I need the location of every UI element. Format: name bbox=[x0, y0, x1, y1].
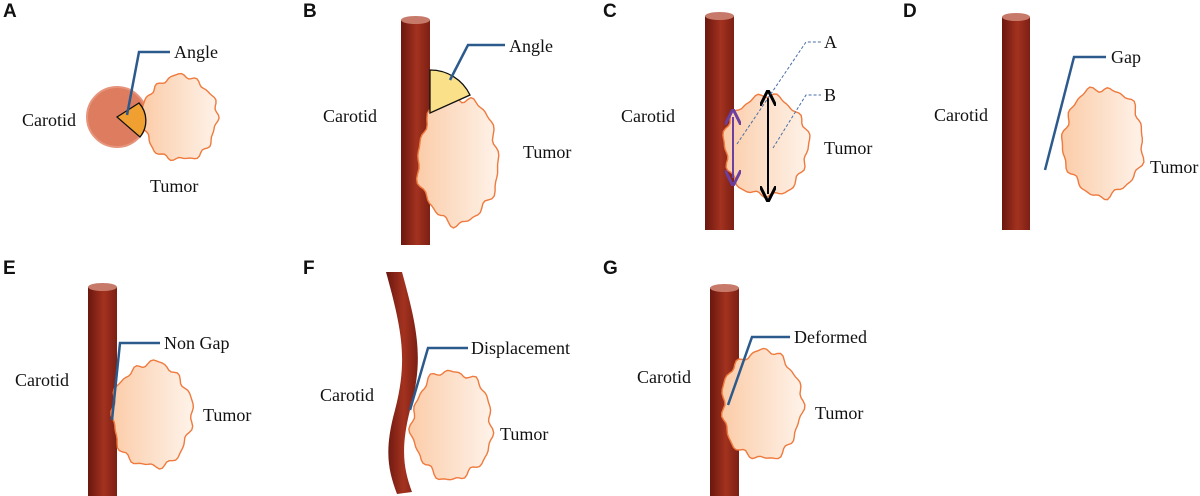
panel-g: G Deformed Carotid Tumor bbox=[603, 258, 867, 496]
annotation-label-a: A bbox=[824, 32, 837, 52]
leader-line bbox=[448, 43, 505, 81]
angle-wedge bbox=[115, 102, 147, 138]
annotation-label: Angle bbox=[174, 42, 218, 62]
annotation-label: Non Gap bbox=[164, 333, 230, 353]
panel-label: A bbox=[3, 1, 17, 22]
leader-line-a bbox=[736, 41, 821, 145]
tumor-label: Tumor bbox=[824, 138, 872, 158]
carotid-label: Carotid bbox=[637, 367, 691, 387]
panel-f: F Displacement Carotid Tumor bbox=[303, 258, 570, 494]
panel-label: F bbox=[303, 258, 315, 279]
panel-c: C A B Carotid Tumor bbox=[603, 1, 872, 230]
tumor-shape bbox=[415, 95, 500, 229]
annotation-label: Angle bbox=[509, 36, 553, 56]
tumor-label: Tumor bbox=[815, 403, 863, 423]
tumor-shape bbox=[110, 359, 195, 470]
panel-label: C bbox=[603, 1, 617, 22]
panel-b: B Angle Carotid Tumor bbox=[303, 1, 571, 245]
tumor-label: Tumor bbox=[150, 176, 198, 196]
annotation-label: Displacement bbox=[471, 338, 570, 358]
carotid-vessel bbox=[88, 283, 117, 496]
leader-line bbox=[408, 346, 468, 411]
leader-line-b bbox=[772, 94, 821, 149]
panel-label: D bbox=[903, 1, 917, 22]
leader-line bbox=[726, 335, 790, 406]
leader-line bbox=[125, 50, 170, 116]
annotation-label: Deformed bbox=[794, 327, 867, 347]
tumor-shape bbox=[408, 369, 495, 481]
carotid-vessel bbox=[1002, 13, 1030, 230]
panel-d: D Gap Carotid Tumor bbox=[903, 1, 1198, 230]
carotid-label: Carotid bbox=[323, 106, 377, 126]
tumor-shape bbox=[141, 72, 220, 162]
annotation-label: Gap bbox=[1111, 47, 1141, 67]
carotid-label: Carotid bbox=[934, 105, 988, 125]
tumor-label: Tumor bbox=[500, 424, 548, 444]
panel-label: E bbox=[3, 258, 16, 279]
tumor-label: Tumor bbox=[1150, 157, 1198, 177]
leader-line bbox=[110, 341, 160, 421]
carotid-label: Carotid bbox=[22, 110, 76, 130]
tumor-shape bbox=[720, 347, 806, 460]
tumor-shape bbox=[1060, 86, 1145, 201]
panel-a: A Angle Carotid Tumor bbox=[3, 1, 220, 196]
carotid-label: Carotid bbox=[621, 106, 675, 126]
tumor-label: Tumor bbox=[203, 405, 251, 425]
panel-label: B bbox=[303, 1, 317, 22]
panel-label: G bbox=[603, 258, 618, 279]
tumor-label: Tumor bbox=[523, 142, 571, 162]
leader-line bbox=[1043, 55, 1106, 171]
panel-e: E Non Gap Carotid Tumor bbox=[3, 258, 251, 496]
annotation-label-b: B bbox=[824, 85, 836, 105]
carotid-label: Carotid bbox=[15, 370, 69, 390]
angle-wedge bbox=[429, 69, 471, 115]
carotid-label: Carotid bbox=[320, 385, 374, 405]
displaced-carotid-vessel bbox=[386, 272, 418, 494]
